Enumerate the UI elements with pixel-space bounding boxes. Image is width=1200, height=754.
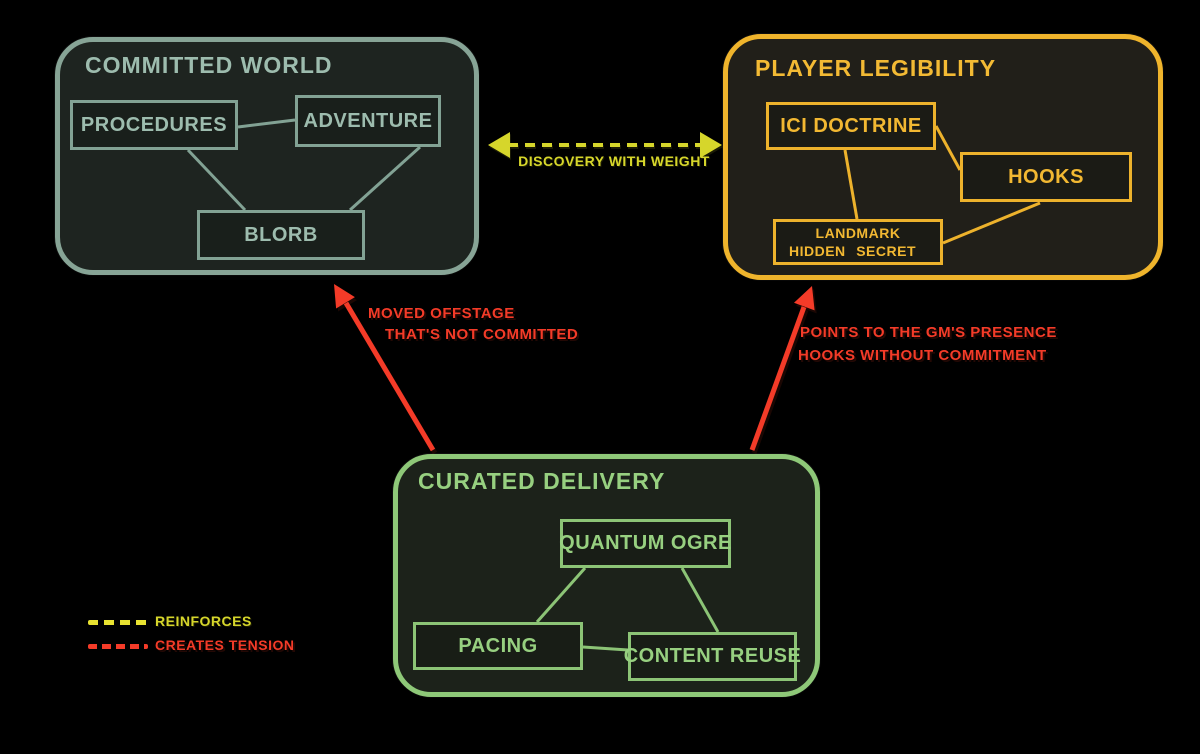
legend-reinforces-dash-icon <box>88 620 148 625</box>
hidden-label: HIDDEN <box>789 243 846 259</box>
tension-arrow-left <box>334 284 436 452</box>
tension-right-label-line1: POINTS TO THE GM'S PRESENCE <box>800 324 1057 341</box>
node-hooks: HOOKS <box>960 152 1132 202</box>
secret-label: SECRET <box>856 243 916 259</box>
panel-curated-delivery: CURATED DELIVERY QUANTUM OGRE PACING CON… <box>393 454 820 697</box>
node-pacing: PACING <box>413 622 583 670</box>
legend-reinforces-label: REINFORCES <box>155 613 252 629</box>
node-ici-doctrine: ICI DOCTRINE <box>766 102 936 150</box>
landmark-label: LANDMARK <box>815 225 901 241</box>
node-quantum-ogre: QUANTUM OGRE <box>559 519 731 568</box>
tension-arrow-right <box>749 286 815 451</box>
node-landmark-hidden-secret: LANDMARK HIDDEN SECRET <box>773 219 943 265</box>
panel-title: CURATED DELIVERY <box>418 468 666 494</box>
tension-left-label-line1: MOVED OFFSTAGE <box>368 305 515 322</box>
node-adventure: ADVENTURE <box>295 95 441 147</box>
panel-committed-world: COMMITTED WORLD PROCEDURES ADVENTURE BLO… <box>55 37 479 275</box>
tension-left-label-line2: THAT'S NOT COMMITTED <box>385 326 579 343</box>
panel-title: COMMITTED WORLD <box>85 52 333 78</box>
reinforces-arrow <box>488 132 722 158</box>
tension-right-label-line2: HOOKS WITHOUT COMMITMENT <box>798 347 1047 364</box>
node-procedures: PROCEDURES <box>70 100 238 150</box>
node-blorb: BLORB <box>197 210 365 260</box>
panel-player-legibility: PLAYER LEGIBILITY ICI DOCTRINE HOOKS LAN… <box>723 34 1163 280</box>
arrowhead-right-icon <box>700 132 722 158</box>
arrowhead-up-right-icon <box>794 286 815 311</box>
node-content-reuse: CONTENT REUSE <box>624 632 801 681</box>
panel-title: PLAYER LEGIBILITY <box>755 55 997 81</box>
arrowhead-up-left-icon <box>334 284 355 309</box>
reinforce-edge-label: DISCOVERY WITH WEIGHT <box>518 153 710 169</box>
arrowhead-left-icon <box>488 132 510 158</box>
legend-tension-label: CREATES TENSION <box>155 637 295 653</box>
legend-tension-dash-icon <box>88 644 148 649</box>
